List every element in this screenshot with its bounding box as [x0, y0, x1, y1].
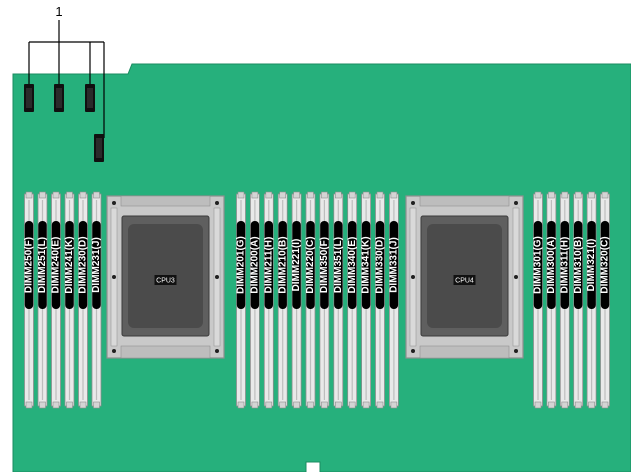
dimm-slot[interactable]: DIMM221(I)	[291, 191, 302, 409]
dimm-slots: DIMM250(F)DIMM251(L)DIMM240(E)DIMM241(K)…	[24, 191, 611, 409]
dimm-slot[interactable]: DIMM220(C)	[305, 191, 316, 409]
dimm-label: DIMM330(D)	[375, 236, 386, 293]
dimm-label: DIMM251(L)	[37, 237, 48, 293]
dimm-slot[interactable]: DIMM320(C)	[600, 191, 611, 409]
dimm-label: DIMM221(I)	[291, 239, 302, 292]
dimm-slot[interactable]: DIMM321(I)	[586, 191, 597, 409]
dimm-slot[interactable]: DIMM230(D)	[78, 191, 89, 409]
cpu-sockets: CPU3 CPU4	[106, 195, 524, 359]
dimm-slot[interactable]: DIMM301(G)	[533, 191, 544, 409]
dimm-label: DIMM240(E)	[51, 237, 62, 294]
board-connectors	[24, 84, 104, 162]
dimm-slot[interactable]: DIMM250(F)	[24, 191, 35, 409]
callout-leader-lines	[28, 20, 105, 138]
dimm-slot[interactable]: DIMM350(F)	[319, 191, 330, 409]
dimm-slot[interactable]: DIMM241(K)	[64, 191, 75, 409]
dimm-label: DIMM311(H)	[559, 237, 570, 294]
dimm-slot[interactable]: DIMM311(H)	[559, 191, 570, 409]
dimm-label: DIMM341(K)	[361, 236, 372, 293]
dimm-label: DIMM200(A)	[250, 236, 261, 293]
dimm-slot[interactable]: DIMM300(A)	[546, 191, 557, 409]
dimm-slot[interactable]: DIMM200(A)	[250, 191, 261, 409]
dimm-label: DIMM250(F)	[24, 237, 35, 293]
dimm-label: DIMM211(H)	[263, 237, 274, 294]
dimm-label: DIMM350(F)	[319, 237, 330, 293]
dimm-slot[interactable]: DIMM251(L)	[37, 191, 48, 409]
connector-3	[85, 84, 95, 112]
cpu3-socket: CPU3	[106, 195, 225, 359]
callout-label: 1	[55, 4, 62, 19]
cpu3-label: CPU3	[156, 278, 175, 285]
dimm-label: DIMM321(I)	[586, 239, 597, 292]
dimm-label: DIMM241(K)	[64, 236, 75, 293]
cpu4-socket: CPU4	[405, 195, 524, 359]
dimm-label: DIMM231(J)	[91, 237, 102, 293]
dimm-slot[interactable]: DIMM351(L)	[333, 191, 344, 409]
dimm-label: DIMM340(E)	[347, 237, 358, 294]
connector-2	[54, 84, 64, 112]
dimm-slot[interactable]: DIMM310(B)	[573, 191, 584, 409]
dimm-label: DIMM220(C)	[305, 236, 316, 293]
cpu4-label: CPU4	[455, 278, 474, 285]
dimm-label: DIMM230(D)	[78, 236, 89, 293]
dimm-label: DIMM331(J)	[389, 237, 400, 293]
connector-4	[94, 134, 104, 162]
dimm-slot[interactable]: DIMM211(H)	[263, 191, 274, 409]
dimm-slot[interactable]: DIMM240(E)	[51, 191, 62, 409]
dimm-slot[interactable]: DIMM331(J)	[389, 191, 400, 409]
dimm-label: DIMM300(A)	[546, 236, 557, 293]
dimm-slot[interactable]: DIMM201(G)	[236, 191, 247, 409]
dimm-slot[interactable]: DIMM231(J)	[91, 191, 102, 409]
dimm-label: DIMM351(L)	[333, 237, 344, 293]
dimm-label: DIMM310(B)	[573, 236, 584, 293]
dimm-slot[interactable]: DIMM210(B)	[277, 191, 288, 409]
dimm-label: DIMM301(G)	[533, 236, 544, 294]
dimm-slot[interactable]: DIMM340(E)	[347, 191, 358, 409]
dimm-slot[interactable]: DIMM341(K)	[361, 191, 372, 409]
dimm-label: DIMM210(B)	[277, 236, 288, 293]
dimm-label: DIMM201(G)	[236, 236, 247, 294]
connector-1	[24, 84, 34, 112]
callout: 1	[28, 4, 105, 138]
dimm-label: DIMM320(C)	[600, 236, 611, 293]
dimm-slot[interactable]: DIMM330(D)	[375, 191, 386, 409]
